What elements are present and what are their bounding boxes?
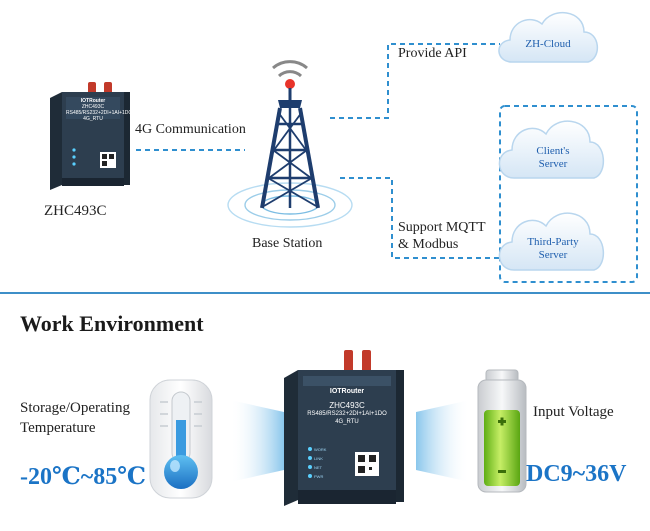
battery-icon (477, 369, 527, 493)
third-party-server-cloud-icon (498, 212, 604, 271)
base-station-label: Base Station (252, 236, 323, 251)
voltage-range: DC9~36V (526, 461, 627, 487)
temperature-range: -20℃~85℃ (20, 464, 146, 490)
thermometer-icon (149, 379, 213, 499)
third-party-server-label: Third-Party Server (508, 236, 598, 262)
client-server-label: Client's Server (508, 145, 598, 171)
bottom-device-image (284, 350, 404, 506)
top-device-model: ZHC493C (81, 104, 105, 110)
device-label: ZHC493C (44, 203, 107, 219)
led-work: WORK (314, 447, 327, 452)
top-device-spec: RS485/RS232+2DI+1AI+1DO (66, 110, 133, 116)
temperature-label-line1: Storage/Operating (20, 400, 130, 416)
temperature-label-line2: Temperature (20, 420, 96, 436)
top-device-screen: IOTRouter ZHC493C RS485/RS232+2DI+1AI+1D… (66, 98, 133, 122)
led-pwr: PWR (314, 474, 324, 479)
third-party-line2: Server (538, 249, 568, 261)
right-beam (416, 400, 470, 482)
bottom-device-model: ZHC493C (329, 401, 365, 410)
zh-cloud-label: ZH-Cloud (525, 38, 571, 50)
link-tower-to-cloud (330, 43, 500, 119)
third-party-line1: Third-Party (527, 236, 579, 248)
provide-api-label: Provide API (398, 46, 467, 61)
link-tower-to-servers (340, 177, 500, 259)
section-divider (0, 292, 650, 294)
bottom-device-brand: IOTRouter (329, 388, 365, 395)
support-label-line2: & Modbus (398, 237, 459, 252)
base-station-tower-icon (227, 60, 353, 228)
servers-group-box (499, 105, 638, 283)
led-net: NET (314, 465, 322, 470)
bottom-device-spec: RS485/RS232+2DI+1AI+1DO (307, 411, 387, 417)
top-device-sub: 4G_RTU (83, 116, 103, 122)
bottom-device-screen: IOTRouter ZHC493C RS485/RS232+2DI+1AI+1D… (303, 388, 391, 426)
client-server-cloud-icon (498, 120, 604, 179)
section-title: Work Environment (20, 311, 204, 336)
bottom-device-leds: WORK LINK NET PWR (314, 445, 326, 481)
comm-label: 4G Communication (135, 122, 246, 137)
client-server-line1: Client's (536, 145, 570, 157)
top-device-brand: IOTRouter (80, 98, 106, 104)
bottom-device-sub: 4G_RTU (335, 419, 359, 425)
top-device-image (50, 82, 130, 190)
client-server-line2: Server (538, 158, 568, 170)
left-beam (230, 400, 284, 482)
support-label-line1: Support MQTT (398, 220, 486, 235)
voltage-label: Input Voltage (533, 404, 614, 420)
led-link: LINK (314, 456, 323, 461)
zh-cloud-icon (498, 11, 598, 63)
